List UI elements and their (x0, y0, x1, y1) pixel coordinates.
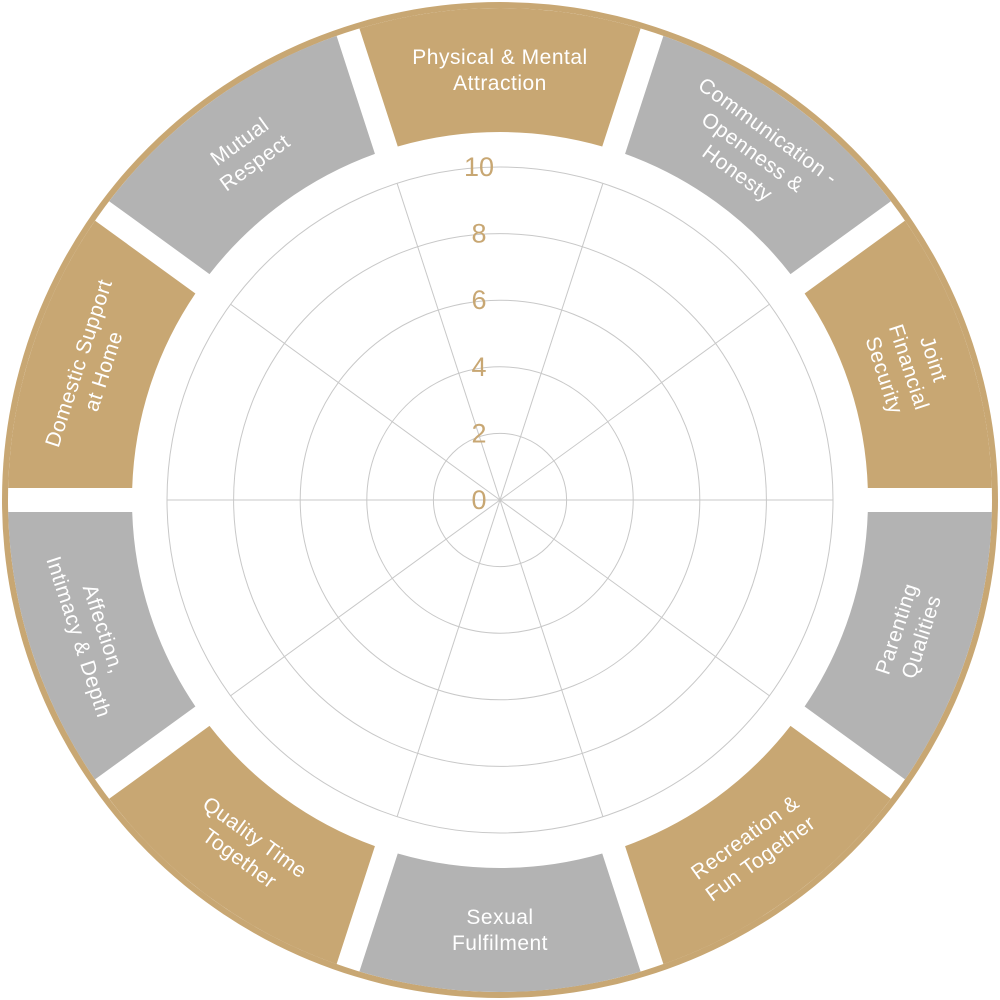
segment-label-line: Attraction (453, 72, 547, 95)
segment-1 (625, 35, 891, 275)
segment-6 (109, 725, 375, 965)
segment-9 (109, 35, 375, 275)
scale-label-0: 0 (471, 485, 486, 515)
grid-spoke-9 (230, 303, 501, 501)
grid-spoke-5 (499, 499, 604, 817)
segment-0 (359, 8, 641, 147)
radar-grid (166, 166, 834, 834)
segment-5 (359, 853, 641, 992)
grid-spoke-6 (396, 499, 501, 817)
segment-7 (8, 511, 196, 780)
segment-label-line: Fulfilment (452, 932, 548, 955)
segment-8 (8, 220, 196, 489)
scale-label-8: 8 (471, 219, 486, 249)
grid-spoke-1 (499, 183, 604, 501)
category-segments (8, 8, 992, 992)
grid-spoke-7 (230, 499, 501, 697)
segment-label-line: Sexual (466, 906, 533, 929)
scale-labels: 0 2 4 6 8 10 (464, 152, 494, 515)
segment-2 (804, 220, 992, 489)
scale-label-6: 6 (471, 285, 486, 315)
scale-label-10: 10 (464, 152, 494, 182)
segment-label-line: Physical & Mental (412, 46, 587, 69)
segment-4 (625, 725, 891, 965)
grid-spoke-2 (499, 303, 770, 501)
grid-spoke-0 (396, 183, 501, 501)
scale-label-4: 4 (471, 352, 486, 382)
segment-3 (804, 511, 992, 780)
scale-label-2: 2 (471, 418, 486, 448)
grid-spoke-4 (499, 499, 770, 697)
